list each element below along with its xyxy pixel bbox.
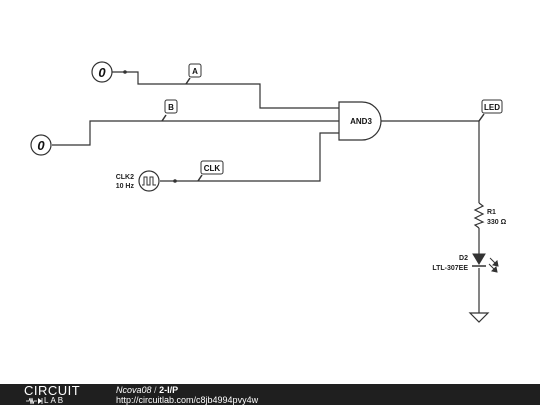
light-emission-icon: [488, 257, 499, 273]
net-label-led[interactable]: LED: [478, 99, 503, 122]
author-line: Ncova08 / 2-I/P: [116, 385, 178, 396]
net-label-led-text: LED: [484, 103, 500, 112]
net-label-a[interactable]: A: [185, 63, 202, 85]
input-a-state: 0: [98, 65, 106, 80]
circuit-url[interactable]: http://circuitlab.com/c8jb4994pvy4w: [116, 395, 259, 405]
circuit-title: 2-I/P: [159, 385, 179, 395]
resistor-r1[interactable]: R1 330 Ω: [473, 202, 507, 229]
led-d2[interactable]: D2 LTL-307EE: [432, 253, 499, 273]
title-separator: /: [154, 385, 157, 395]
schematic-svg: 0 0 A B CLK LED AND3 CLK2 10 Hz: [30, 61, 507, 323]
clock-source[interactable]: CLK2 10 Hz: [116, 170, 160, 192]
net-label-clk[interactable]: CLK: [197, 160, 224, 182]
net-label-b[interactable]: B: [161, 99, 178, 122]
wire-b: [52, 120, 343, 146]
clock-name: CLK2: [116, 174, 134, 181]
diode-icon: [472, 253, 486, 265]
wires: [52, 71, 480, 313]
input-b-source[interactable]: 0: [30, 134, 52, 156]
net-label-a-text: A: [192, 67, 198, 76]
circuitlab-logo-sub: LAB: [44, 396, 66, 405]
square-wave-icon: [142, 176, 156, 186]
and-gate-label: AND3: [350, 117, 372, 126]
led-part: LTL-307EE: [432, 265, 468, 272]
input-b-state: 0: [37, 138, 45, 153]
wire-a: [112, 71, 343, 109]
ground-icon: [468, 312, 490, 323]
resistor-icon: [473, 202, 485, 229]
clock-freq: 10 Hz: [116, 183, 135, 190]
net-label-clk-text: CLK: [204, 164, 221, 173]
logo-wave-icon: [26, 397, 43, 405]
resistor-value: 330 Ω: [487, 219, 507, 226]
resistor-ref: R1: [487, 209, 496, 216]
junction-dot-a: [123, 70, 127, 74]
and-gate[interactable]: AND3: [338, 101, 382, 141]
author-name[interactable]: Ncova08: [116, 385, 152, 395]
wire-output: [381, 120, 480, 203]
wire-clk: [160, 132, 343, 182]
input-a-source[interactable]: 0: [91, 61, 113, 83]
junction-dot-clk: [173, 179, 177, 183]
circuitlab-logo[interactable]: CIRCUIT: [24, 383, 81, 398]
footer-bar: CIRCUIT LAB Ncova08 / 2-I/P http://circu…: [0, 384, 540, 405]
net-label-b-text: B: [168, 103, 174, 112]
led-ref: D2: [459, 255, 468, 262]
